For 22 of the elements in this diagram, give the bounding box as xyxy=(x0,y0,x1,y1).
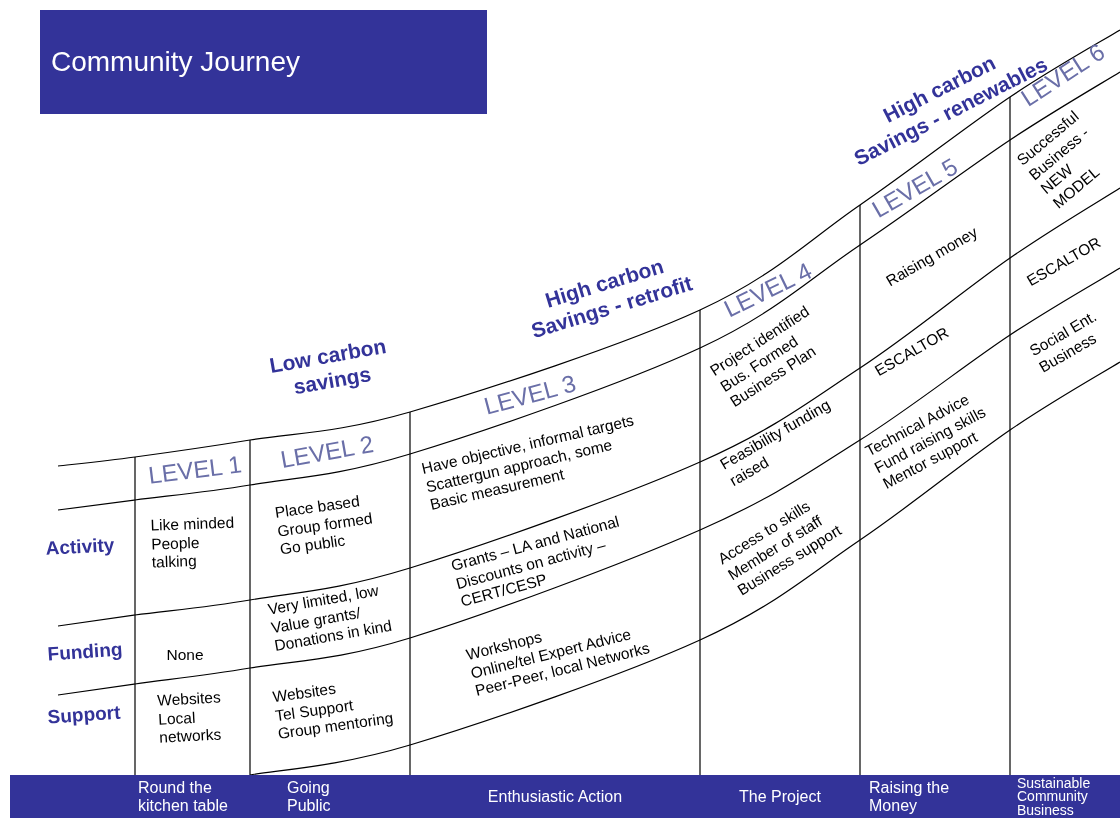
column-label: The Project xyxy=(738,788,822,806)
row-label: Activity xyxy=(45,534,115,560)
cell-text: Websites Tel Support Group mentoring xyxy=(271,678,395,744)
cell-text: Workshops Online/tel Expert Advice Peer-Peer, local Networks xyxy=(464,623,652,701)
cell-text: Very limited, low Value grants/ Donations in kind xyxy=(266,580,394,656)
title-banner: Community Journey xyxy=(40,10,487,114)
column-label: Going Public xyxy=(287,779,331,815)
column-label: Sustainable Community Business xyxy=(1017,777,1091,817)
row-label: Support xyxy=(46,701,122,729)
level-label: LEVEL 3 xyxy=(481,369,579,421)
level-label: LEVEL 1 xyxy=(146,450,244,490)
level-label: LEVEL 2 xyxy=(278,430,376,474)
section-heading: High carbon Savings - retrofit xyxy=(527,252,696,344)
column-label: Raising the Money xyxy=(869,779,950,815)
column-label: Round the kitchen table xyxy=(138,779,228,815)
section-heading: Low carbon savings xyxy=(267,332,389,401)
cell-text: None xyxy=(166,645,204,665)
row-label: Funding xyxy=(46,638,124,666)
cell-text: Place based Group formed Go public xyxy=(273,491,375,560)
cell-text: Websites Local networks xyxy=(156,688,223,748)
column-label: Enthusiastic Action xyxy=(486,788,624,806)
cell-text: Like minded People talking xyxy=(150,513,236,573)
